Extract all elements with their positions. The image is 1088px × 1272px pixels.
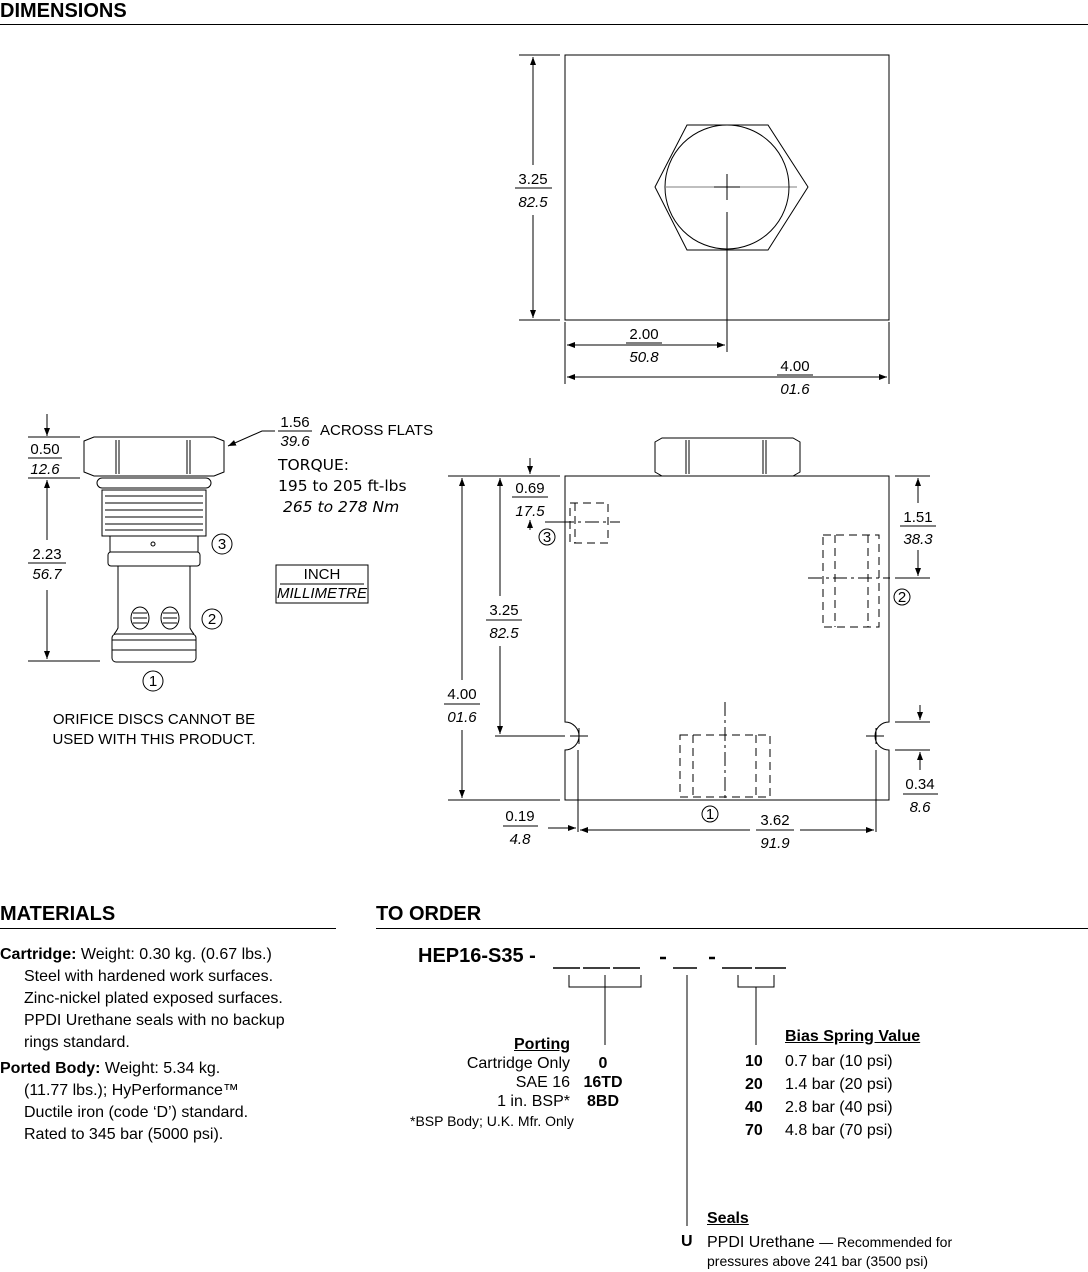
torque-nm: 265 to 278 Nm [283,498,399,516]
dim-inch: 0.34 [905,776,934,793]
to-order-heading: TO ORDER [376,903,482,925]
material-line: Steel with hardened work surfaces. [24,968,274,985]
porting-codes: 0 16TD 8BD [572,1054,634,1111]
porting-options: Porting Cartridge Only SAE 16 1 in. BSP* [420,1035,570,1111]
dim-inch: 1.56 [280,414,309,431]
material-line: rings standard. [24,1034,130,1051]
port-3-label: 3 [543,529,551,546]
cartridge-label: Cartridge: [0,946,77,963]
dim-inch: 4.00 [447,686,476,703]
top-view-drawing [519,54,890,384]
orifice-note: ORIFICE DISCS CANNOT BE [53,711,255,728]
dim-inch: 0.50 [30,441,59,458]
across-flats-label: ACROSS FLATS [320,422,433,439]
divider [376,928,1088,929]
cartridge-drawing [28,414,369,692]
material-line: PPDI Urethane seals with no backup [24,1012,285,1029]
units-mm: MILLIMETRE [277,585,368,602]
porting-note: *BSP Body; U.K. Mfr. Only [410,1113,574,1129]
divider [0,24,1088,25]
units-inch: INCH [304,566,341,583]
porting-option-code: 8BD [586,1093,619,1110]
torque-label: TORQUE: [277,456,349,474]
dim-mm: 01.6 [780,381,810,398]
porting-title: Porting [514,1036,570,1053]
seals-option: PPDI Urethane — Recommended for [707,1234,953,1251]
material-line: Weight: 5.34 kg. [104,1060,221,1077]
bias-title: Bias Spring Value [785,1028,921,1045]
port-1-label: 1 [149,673,157,690]
materials-heading: MATERIALS [0,903,116,925]
dim-inch: 0.19 [505,808,534,825]
material-line: (11.77 lbs.); HyPerformance™ [24,1082,239,1099]
porting-option-code: 0 [598,1055,608,1072]
divider [0,928,336,929]
dim-inch: 2.23 [32,546,61,563]
material-line: Ductile iron (code ‘D’) standard. [24,1104,249,1121]
port-3-label: 3 [218,536,226,553]
port-2-label: 2 [208,611,216,628]
dimensions-heading: DIMENSIONS [0,0,127,22]
dim-mm: 4.8 [510,831,532,848]
dim-mm: 17.5 [515,503,545,520]
porting-option-label: SAE 16 [515,1074,570,1091]
dim-mm: 91.9 [760,835,790,852]
dim-inch: 0.69 [515,480,544,497]
dim-inch: 2.00 [629,326,658,343]
material-line: Weight: 0.30 kg. (0.67 lbs.) [80,946,272,963]
dim-mm: 38.3 [903,531,933,548]
materials-section: Cartridge: Weight: 0.30 kg. (0.67 lbs.) … [0,944,340,1146]
material-line: Rated to 345 bar (5000 psi). [24,1126,224,1143]
dim-mm: 12.6 [30,461,60,478]
material-line: Zinc-nickel plated exposed surfaces. [24,990,283,1007]
dim-inch: 3.25 [518,171,547,188]
porting-option-label: 1 in. BSP* [497,1093,570,1110]
dim-mm: 01.6 [447,709,477,726]
seals-note: pressures above 241 bar (3500 psi) [707,1253,929,1269]
dim-mm: 39.6 [280,433,310,450]
dim-mm: 82.5 [518,194,548,211]
dim-inch: 3.62 [760,812,789,829]
dim-inch: 3.25 [489,602,518,619]
dim-mm: 50.8 [629,349,659,366]
torque-ftlbs: 195 to 205 ft-lbs [278,477,407,495]
dimension-drawings: 3.25 82.5 2.00 50.8 4.00 01.6 0.50 12.6 … [28,54,938,852]
porting-option-code: 16TD [583,1074,623,1091]
seals-code: U [681,1233,693,1250]
porting-option-label: Cartridge Only [466,1055,570,1072]
dim-mm: 8.6 [910,799,932,816]
orifice-note: USED WITH THIS PRODUCT. [52,731,255,748]
dim-mm: 82.5 [489,625,519,642]
dimension-labels: 3.25 82.5 2.00 50.8 4.00 01.6 0.50 12.6 … [30,171,934,852]
port-2-label: 2 [898,589,906,606]
seals-title: Seals [707,1210,749,1227]
port-1-label: 1 [706,806,714,823]
dim-inch: 1.51 [903,509,932,526]
dim-mm: 56.7 [32,566,62,583]
model-code: HEP16-S35 - [418,945,536,967]
side-view-drawing [448,437,930,833]
ported-body-label: Ported Body: [0,1060,101,1077]
dim-inch: 4.00 [780,358,809,375]
